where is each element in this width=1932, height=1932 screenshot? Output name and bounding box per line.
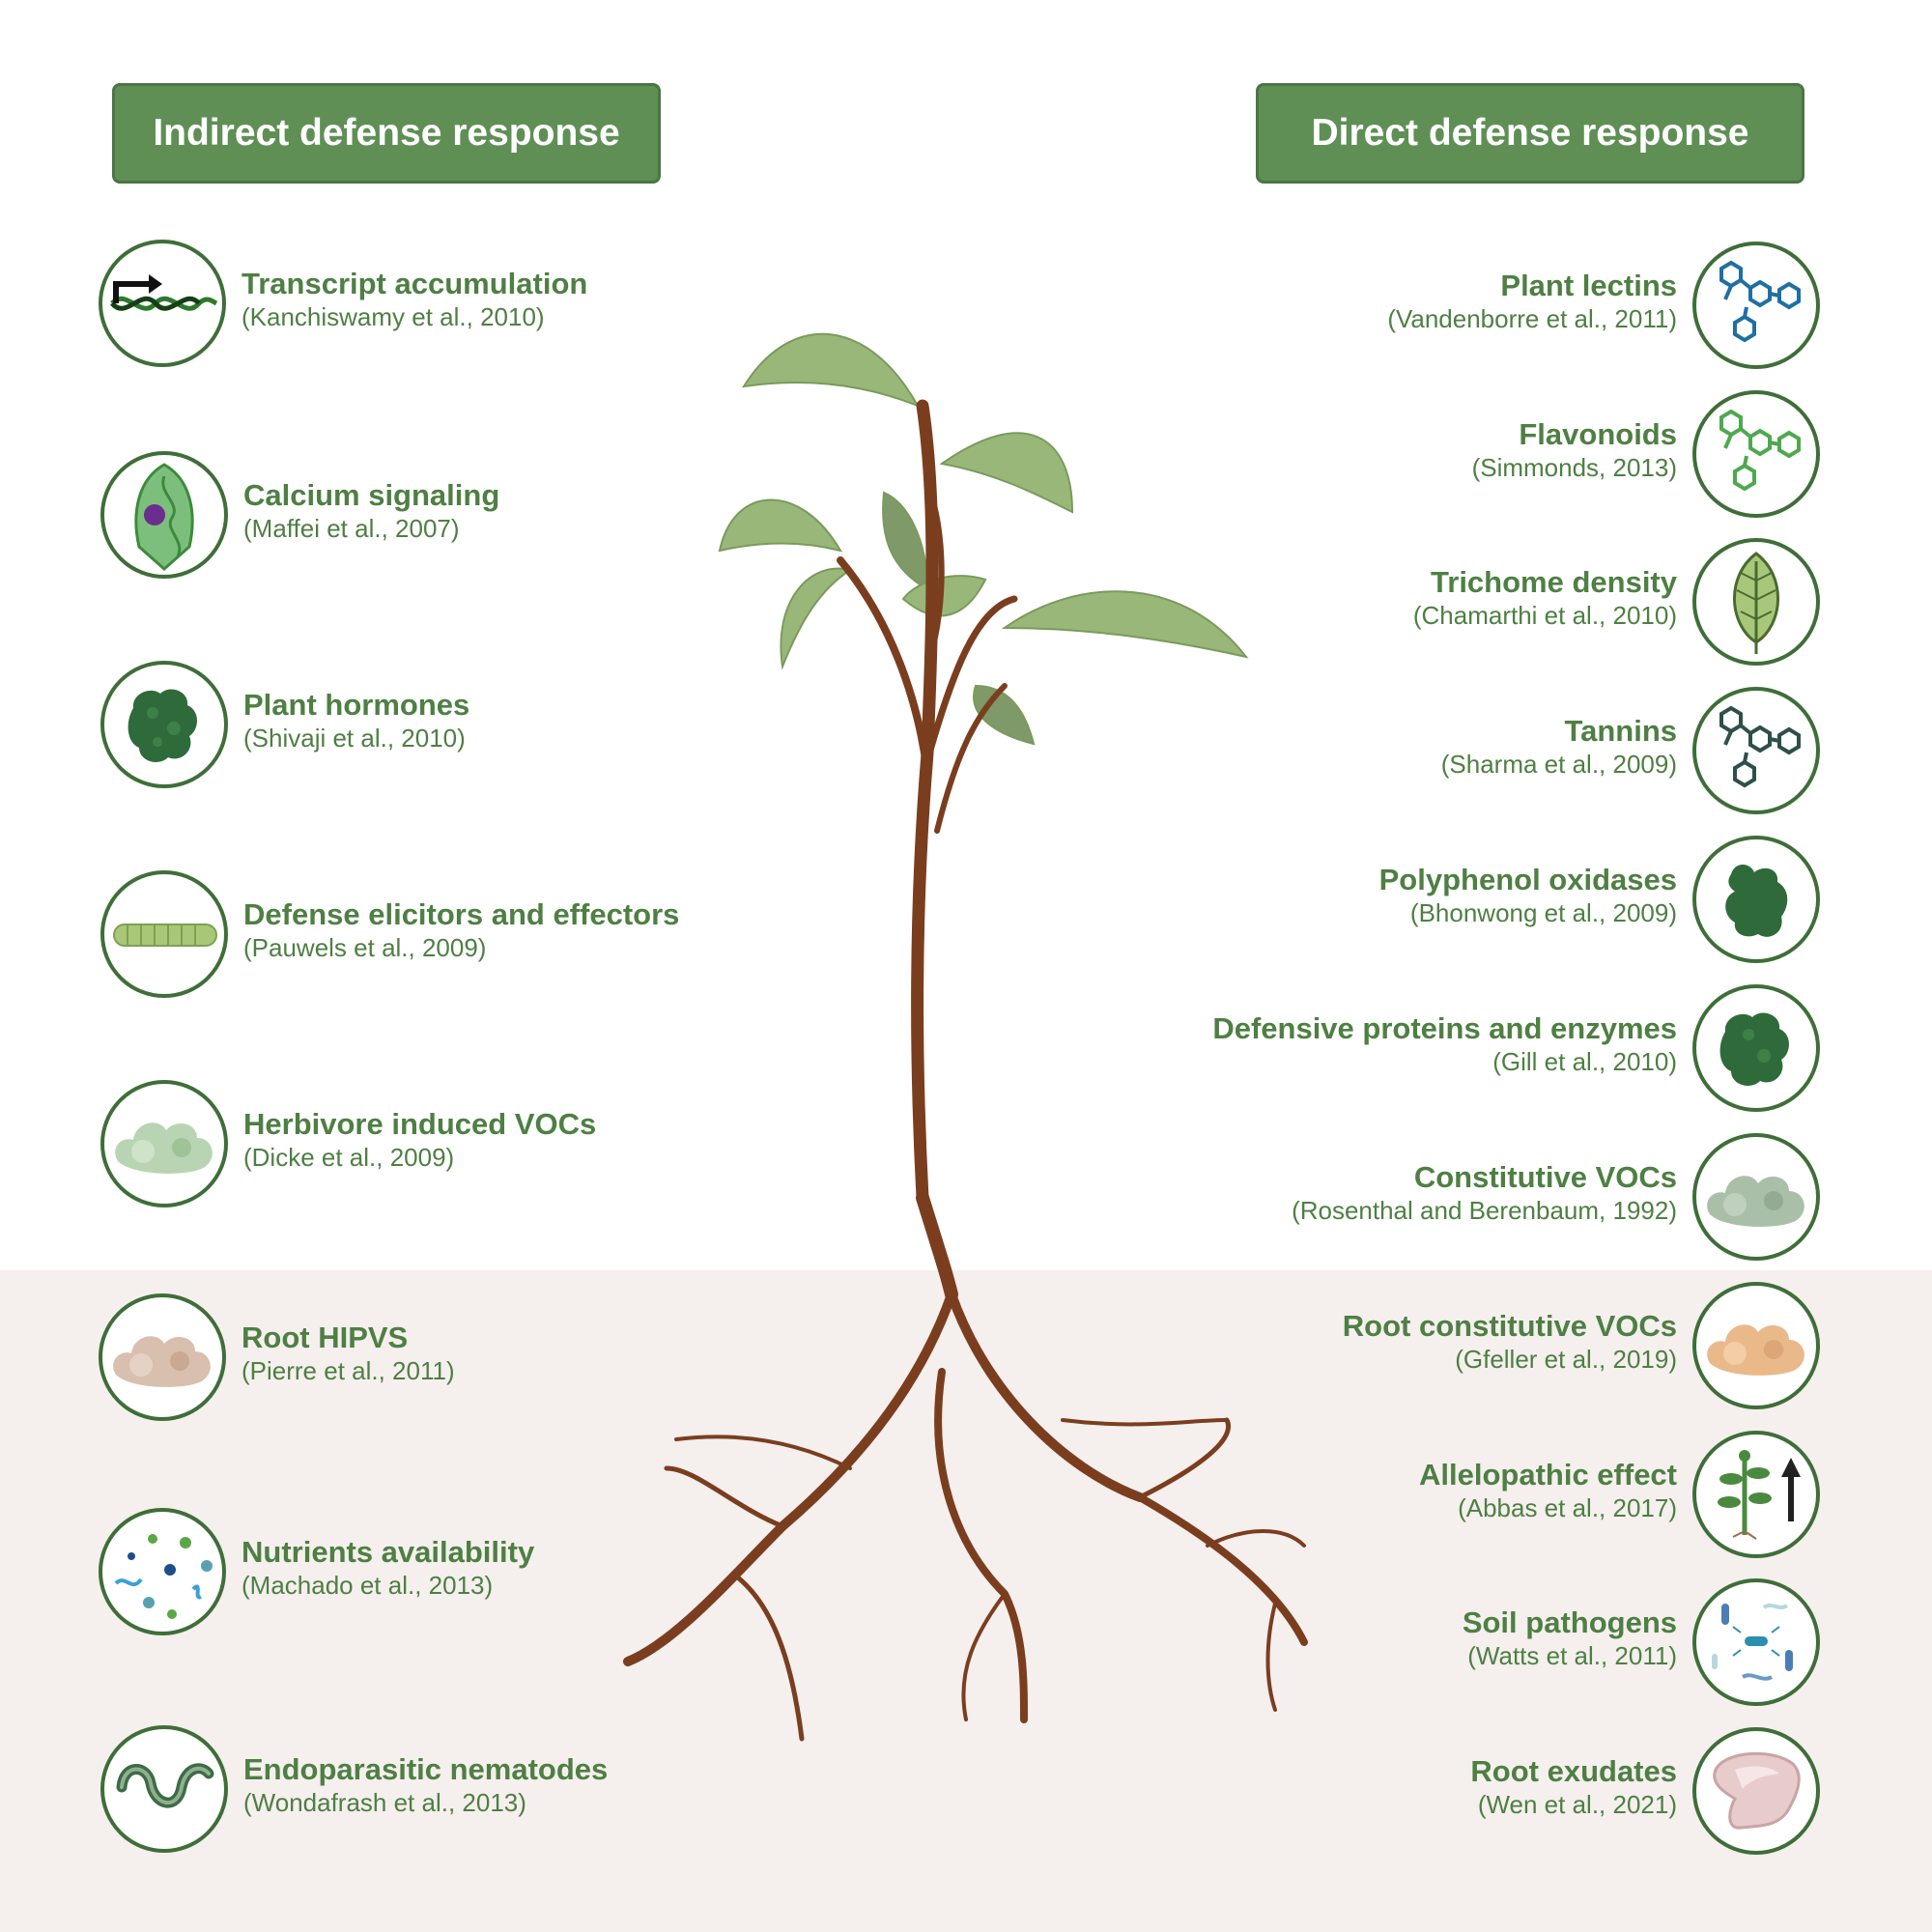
bacteria-icon [1692,1578,1820,1706]
caterpillar-icon [100,870,228,998]
indirect-item-nutrients: Nutrients availability (Machado et al., … [99,1508,833,1635]
item-title: Trichome density [1431,565,1677,599]
item-title: Defensive proteins and enzymes [1212,1011,1677,1045]
item-title: Calcium signaling [243,478,500,512]
direct-item-flavonoids: Flavonoids (Simmonds, 2013) [1086,390,1820,518]
direct-item-constitutive-vocs: Constitutive VOCs (Rosenthal and Berenba… [1086,1133,1820,1261]
direct-item-allelopathic-effect: Allelopathic effect (Abbas et al., 2017) [1086,1431,1820,1558]
hormone-protein-icon [100,661,228,788]
direct-item-plant-lectins: Plant lectins (Vandenborre et al., 2011) [1086,242,1820,369]
indirect-item-nematodes: Endoparasitic nematodes (Wondafrash et a… [100,1725,835,1853]
direct-item-trichome-density: Trichome density (Chamarthi et al., 2010… [1086,538,1820,666]
molecule-icon [1692,242,1820,369]
item-reference: (Abbas et al., 2017) [1458,1493,1677,1522]
item-reference: (Wen et al., 2021) [1477,1790,1677,1819]
seedling-arrow-icon [1692,1431,1820,1558]
indirect-item-transcript-accumulation: Transcript accumulation (Kanchiswamy et … [99,240,833,367]
item-reference: (Gfeller et al., 2019) [1455,1345,1677,1374]
nematode-icon [100,1725,228,1853]
item-title: Endoparasitic nematodes [243,1752,609,1786]
item-reference: (Bhonwong et al., 2009) [1409,898,1677,927]
item-title: Nutrients availability [242,1535,535,1569]
direct-item-polyphenol-oxidases: Polyphenol oxidases (Bhonwong et al., 20… [1086,836,1820,963]
voc-cloud-icon [100,1080,228,1208]
item-reference: (Vandenborre et al., 2011) [1387,304,1677,333]
item-reference: (Rosenthal and Berenbaum, 1992) [1292,1196,1677,1225]
indirect-item-herbivore-vocs: Herbivore induced VOCs (Dicke et al., 20… [100,1080,835,1208]
protein-icon [1692,984,1820,1112]
direct-item-tannins: Tannins (Sharma et al., 2009) [1086,687,1820,814]
item-title: Root exudates [1470,1754,1677,1788]
item-title: Plant hormones [243,688,470,722]
exudate-icon [1692,1727,1820,1855]
root-voc-cloud-icon [99,1293,226,1421]
direct-item-defensive-proteins: Defensive proteins and enzymes (Gill et … [1086,984,1820,1112]
item-title: Polyphenol oxidases [1378,863,1677,896]
direct-item-root-exudates: Root exudates (Wen et al., 2021) [1086,1727,1820,1855]
item-reference: (Watts et al., 2011) [1467,1641,1677,1670]
item-reference: (Shivaji et al., 2010) [243,724,466,753]
item-reference: (Dicke et al., 2009) [243,1143,455,1172]
item-reference: (Pauwels et al., 2009) [243,933,487,962]
item-reference: (Wondafrash et al., 2013) [243,1788,526,1817]
direct-defense-header: Direct defense response [1256,83,1804,184]
molecule-icon [1692,687,1820,814]
item-title: Soil pathogens [1462,1605,1677,1639]
item-reference: (Maffei et al., 2007) [243,514,460,543]
item-reference: (Sharma et al., 2009) [1440,750,1677,779]
item-title: Herbivore induced VOCs [243,1107,597,1141]
item-reference: (Machado et al., 2013) [242,1571,494,1600]
direct-item-root-constitutive-vocs: Root constitutive VOCs (Gfeller et al., … [1086,1282,1820,1409]
item-reference: (Simmonds, 2013) [1471,453,1677,482]
direct-defense-title: Direct defense response [1311,112,1749,154]
item-title: Root constitutive VOCs [1342,1309,1677,1343]
item-title: Constitutive VOCs [1413,1160,1677,1194]
nutrients-icon [99,1508,226,1635]
indirect-item-calcium-signaling: Calcium signaling (Maffei et al., 2007) [100,451,835,579]
direct-item-soil-pathogens: Soil pathogens (Watts et al., 2011) [1086,1578,1820,1706]
enzyme-icon [1692,836,1820,963]
item-reference: (Pierre et al., 2011) [242,1356,455,1385]
indirect-item-root-hipvs: Root HIPVS (Pierre et al., 2011) [99,1293,833,1421]
item-title: Flavonoids [1519,417,1677,451]
root-voc-cloud-icon [1692,1282,1820,1409]
indirect-item-defense-elicitors: Defense elicitors and effectors (Pauwels… [100,870,835,998]
item-reference: (Kanchiswamy et al., 2010) [242,302,545,331]
indirect-item-plant-hormones: Plant hormones (Shivaji et al., 2010) [100,661,835,788]
indirect-defense-title: Indirect defense response [153,112,620,154]
plant-cell-icon [100,451,228,579]
dna-transcription-icon [99,240,226,367]
item-title: Root HIPVS [242,1321,409,1354]
item-reference: (Gill et al., 2010) [1492,1047,1677,1076]
leaf-icon [1692,538,1820,666]
voc-cloud-icon [1692,1133,1820,1261]
item-title: Defense elicitors and effectors [243,897,680,931]
item-title: Tannins [1564,714,1677,748]
item-title: Plant lectins [1500,269,1677,302]
indirect-defense-header: Indirect defense response [112,83,661,184]
item-reference: (Chamarthi et al., 2010) [1412,601,1677,630]
molecule-icon [1692,390,1820,518]
item-title: Transcript accumulation [242,267,588,300]
item-title: Allelopathic effect [1419,1458,1677,1492]
